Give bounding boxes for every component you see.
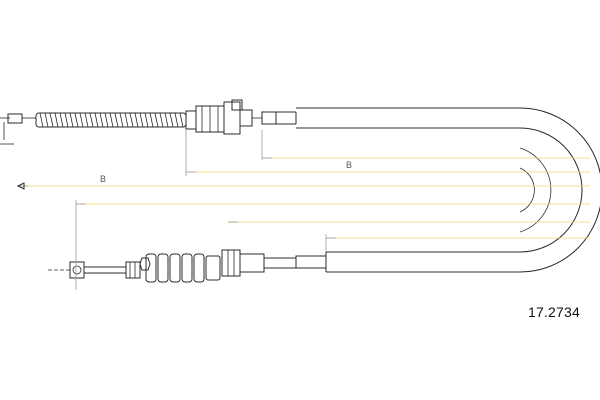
part-number: 17.2734: [528, 304, 581, 320]
dimension-label-lower: B: [100, 174, 106, 184]
top-sheath: [276, 107, 520, 129]
bottom-bellows: [139, 253, 221, 283]
dimension-overall-a: B: [16, 174, 590, 190]
cable-bend: [519, 107, 600, 273]
top-adjuster: [185, 99, 277, 135]
bottom-cable-end: [48, 261, 141, 279]
bottom-fitting: [221, 249, 327, 277]
dimension-upper-b: B: [185, 130, 590, 176]
dimension-label-upper: B: [346, 160, 352, 170]
bottom-sheath: [325, 251, 520, 273]
top-cable-end: [0, 113, 36, 145]
top-spring: [35, 112, 187, 128]
dimension-lower: [75, 200, 590, 290]
